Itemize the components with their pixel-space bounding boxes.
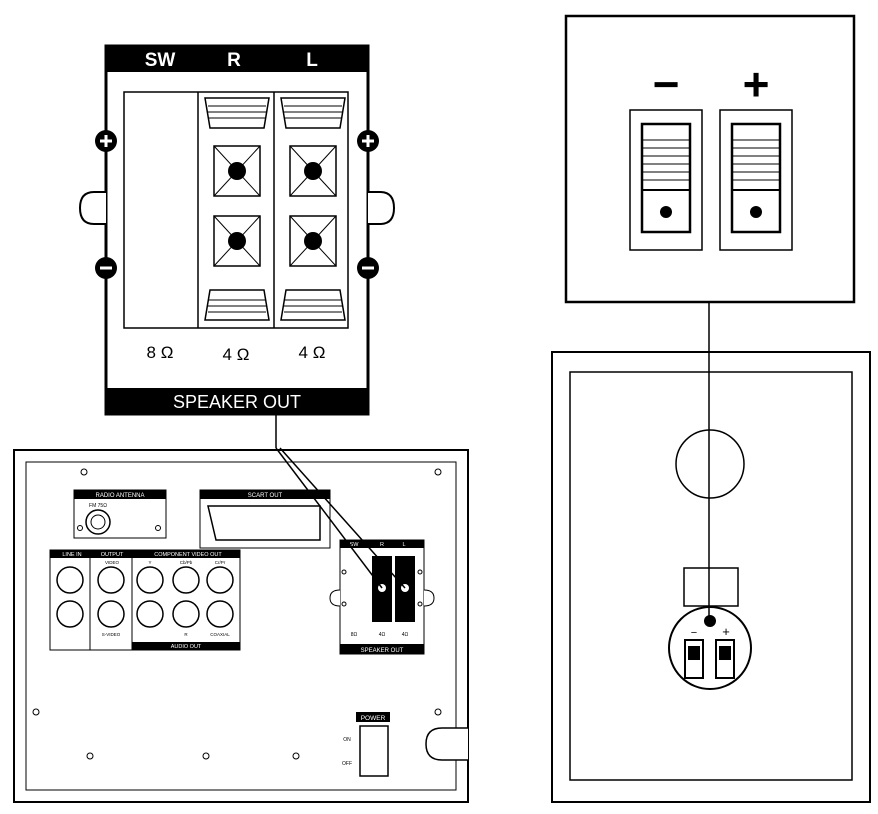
- channel-label-r: R: [227, 50, 241, 71]
- video-out-jack[interactable]: [97, 566, 125, 594]
- video-out-label: VIDEO: [105, 560, 120, 565]
- audio-out-label: AUDIO OUT: [171, 644, 202, 650]
- output-label: OUTPUT: [101, 552, 124, 558]
- negative-spring-clip: [629, 109, 703, 251]
- line-in-label: LINE IN: [62, 552, 81, 558]
- audio-r-label: R: [184, 632, 188, 637]
- mini-speaker-out: SW R L 8Ω 4Ω 4Ω SPEAKER OUT: [329, 539, 435, 655]
- polarity-closeup-box: − +: [564, 14, 856, 304]
- power-off-label: OFF: [342, 761, 352, 767]
- terminal-r: [204, 97, 270, 321]
- coaxial-jack[interactable]: [206, 600, 234, 628]
- plus-sign: +: [743, 58, 770, 110]
- mini-speaker-out-label: SPEAKER OUT: [361, 648, 404, 654]
- comp-cr-label: Cr/Pr: [215, 560, 226, 565]
- minus-sign: −: [653, 58, 680, 110]
- power-switch-block: POWER ON OFF: [342, 712, 390, 777]
- speaker-panel-header: [106, 46, 368, 72]
- mini-sw-label: SW: [350, 542, 360, 548]
- speaker-out-label: SPEAKER OUT: [173, 392, 301, 412]
- speaker-panel-footer: [106, 388, 368, 414]
- terminal-housing: [683, 567, 739, 607]
- channel-label-l: L: [306, 50, 318, 71]
- comp-cr-jack[interactable]: [206, 566, 234, 594]
- speaker-driver: [675, 429, 745, 499]
- mini-r-label: R: [380, 542, 384, 548]
- mini-impedance-r: 4Ω: [379, 632, 386, 638]
- plus-marker-left: [95, 130, 117, 152]
- line-in-r-jack[interactable]: [56, 600, 84, 628]
- radio-antenna-label: RADIO ANTENNA: [95, 493, 144, 499]
- s-video-jack[interactable]: [97, 600, 125, 628]
- audio-out-l-jack[interactable]: [136, 600, 164, 628]
- comp-y-label: Y: [148, 560, 151, 565]
- audio-out-r-jack[interactable]: [172, 600, 200, 628]
- comp-y-jack[interactable]: [136, 566, 164, 594]
- terminal-l: [280, 97, 346, 321]
- speaker-out-panel: SW R L: [78, 44, 396, 416]
- scart-out-block: SCART OUT: [199, 489, 331, 549]
- impedance-r: 4 Ω: [223, 345, 250, 364]
- line-in-l-jack[interactable]: [56, 566, 84, 594]
- positive-spring-clip: [719, 109, 793, 251]
- coaxial-label: COAXIAL: [210, 632, 230, 637]
- mini-l-label: L: [402, 542, 405, 548]
- mini-impedance-sw: 8Ω: [351, 632, 358, 638]
- speaker-terminal-cup: − +: [668, 606, 752, 690]
- plus-marker-right: [357, 130, 379, 152]
- speaker-cabinet: − +: [551, 351, 871, 803]
- s-video-label: S-VIDEO: [102, 632, 121, 637]
- right-mounting-tab: [368, 191, 396, 225]
- impedance-sw: 8 Ω: [147, 343, 174, 362]
- scart-out-label: SCART OUT: [248, 493, 283, 499]
- impedance-l: 4 Ω: [299, 343, 326, 362]
- left-mounting-tab: [78, 191, 106, 225]
- rear-panel: RADIO ANTENNA FM 75Ω SCART OUT LINE IN O…: [13, 449, 469, 803]
- terminal-plate: [123, 91, 349, 329]
- scart-connector[interactable]: [207, 505, 321, 541]
- component-video-out-label: COMPONENT VIDEO OUT: [154, 552, 222, 558]
- power-switch[interactable]: [359, 725, 389, 777]
- radio-antenna-block: RADIO ANTENNA FM 75Ω: [73, 489, 167, 539]
- comp-cb-label: Cb/Pb: [180, 560, 193, 565]
- power-label: POWER: [361, 715, 386, 722]
- terminal-minus-label: −: [691, 627, 697, 639]
- comp-cb-jack[interactable]: [172, 566, 200, 594]
- mini-impedance-l: 4Ω: [402, 632, 409, 638]
- av-connectors-block: LINE IN OUTPUT COMPONENT VIDEO OUT VIDEO…: [49, 549, 241, 651]
- power-on-label: ON: [343, 737, 351, 743]
- channel-label-sw: SW: [145, 50, 176, 71]
- ac-cord-notch: [425, 727, 468, 761]
- terminal-plus-label: +: [722, 624, 730, 639]
- speaker-wire-leaders: [275, 414, 406, 589]
- fm-label: FM 75Ω: [89, 503, 107, 509]
- minus-marker-right: [357, 257, 379, 279]
- minus-marker-left: [95, 257, 117, 279]
